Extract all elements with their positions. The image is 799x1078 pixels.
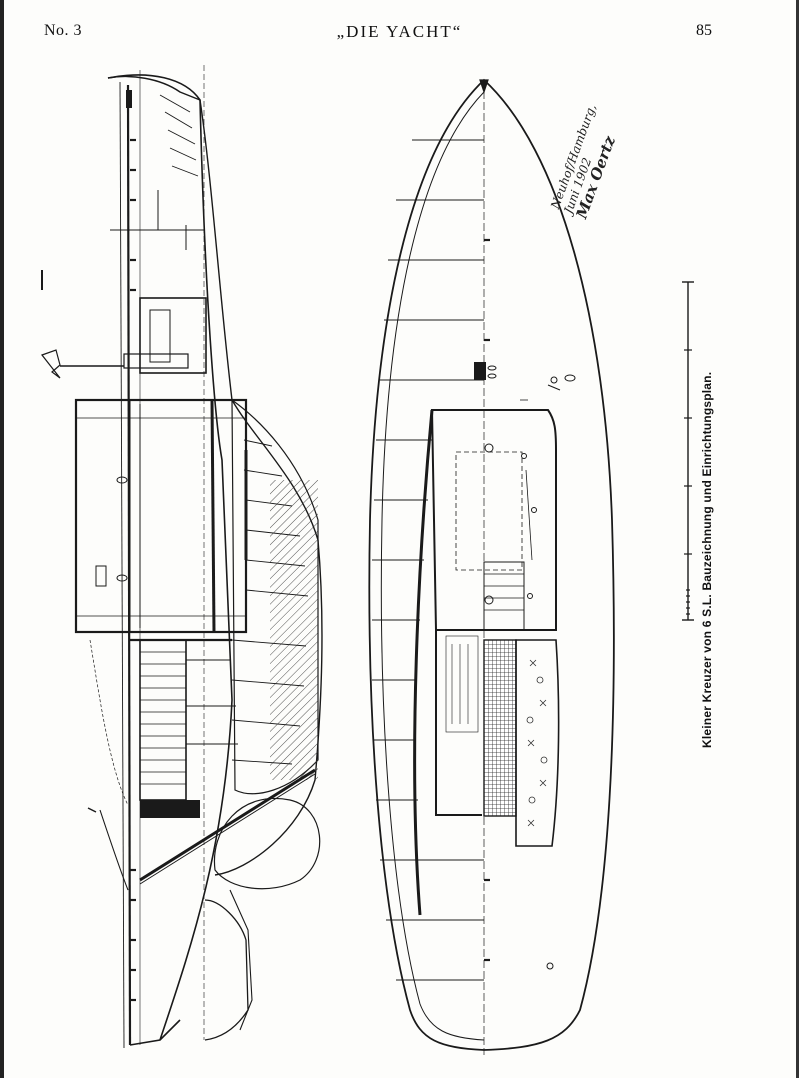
scan-edge-right [796,0,799,1078]
journal-title: „DIE YACHT“ [336,22,463,41]
scan-edge-left [0,0,4,1078]
deck-plan [368,78,615,1055]
page-header: No. 3 „DIE YACHT“ 85 [0,0,799,48]
scale-bar [682,281,694,621]
figure-caption: Kleiner Kreuzer von 6 S.L. Bauzeichnung … [700,371,714,748]
page-number: 85 [696,22,712,39]
issue-number: No. 3 [44,22,83,39]
sectional-elevation [41,65,323,1049]
